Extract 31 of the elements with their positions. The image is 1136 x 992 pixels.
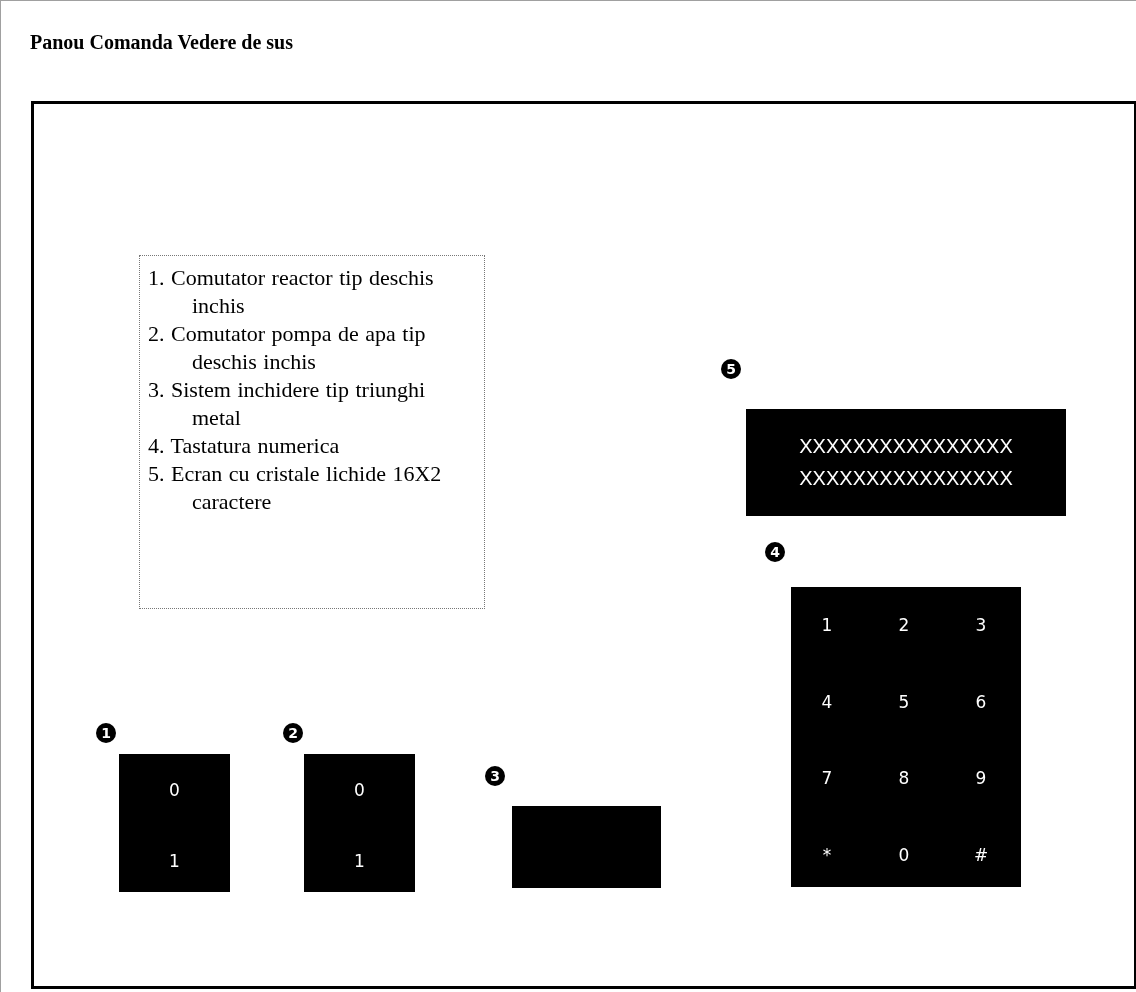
switch-position-label: 1 [354, 851, 365, 871]
key-label: 5 [898, 691, 910, 712]
lcd-text-line: XXXXXXXXXXXXXXXX [799, 434, 1013, 458]
legend-item: 5. Ecran cu cristale lichide 16X2 caractere [148, 460, 443, 516]
legend-item: 2. Comutator pompa de apa tip deschis inchis [148, 320, 427, 376]
switch-position-label: 1 [169, 851, 180, 871]
switch-position-label: 0 [354, 780, 365, 800]
callout-number: 4 [765, 542, 785, 562]
legend-item: 1. Comutator reactor tip deschis inchis [148, 264, 435, 320]
key-label: 7 [821, 768, 833, 788]
panel-title: Panou Comanda Vedere de sus [30, 31, 294, 54]
key-label: 9 [975, 768, 987, 788]
key-label: 8 [898, 768, 910, 788]
legend-item: 3. Sistem inchidere tip triunghi metal [148, 376, 427, 432]
legend-item: 4. Tastatura numerica [148, 432, 341, 460]
callout-number: 5 [721, 359, 741, 379]
lcd-text-line: XXXXXXXXXXXXXXXX [799, 466, 1013, 490]
key-label: # [973, 844, 989, 865]
key-label: * [822, 844, 832, 865]
key-label: 6 [975, 691, 987, 712]
callout-number: 2 [283, 723, 303, 743]
callout-number: 1 [96, 723, 116, 743]
control-panel-outline [31, 101, 1136, 989]
key-label: 2 [898, 615, 910, 635]
key-label: 0 [898, 844, 910, 865]
legend-box [139, 255, 485, 609]
key-label: 1 [821, 615, 833, 635]
key-label: 4 [821, 691, 833, 712]
callout-number: 3 [485, 766, 505, 786]
key-label: 3 [975, 615, 987, 635]
switch-position-label: 0 [169, 780, 180, 800]
